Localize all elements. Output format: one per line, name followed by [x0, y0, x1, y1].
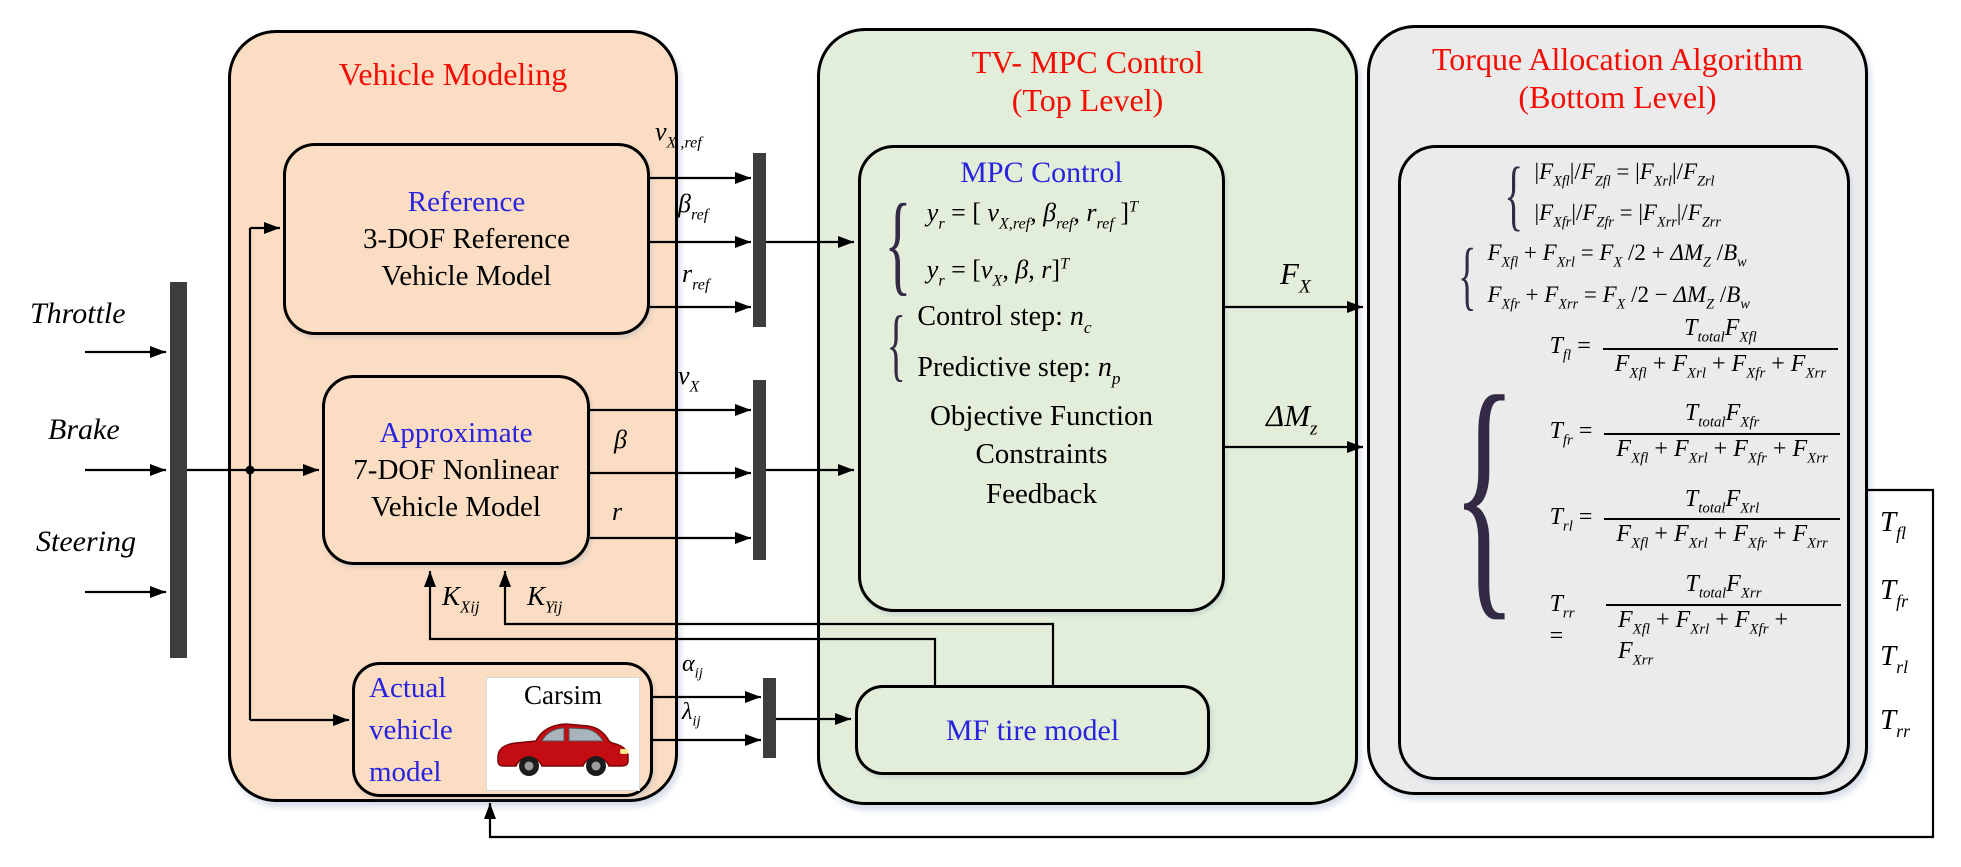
approximate-box-line2: Vehicle Model [371, 490, 541, 523]
brace-glyph: { [1504, 151, 1524, 238]
lambdaij-label: λij [682, 699, 701, 730]
brace-glyph: { [1458, 234, 1477, 319]
force-eq1: FXfl + FXrl = FX /2 + ΔMZ /Bw [1487, 240, 1747, 271]
steering-label: Steering [36, 525, 136, 558]
brace-glyph: { [886, 301, 906, 390]
mpc-predictive-step: Predictive step: np [917, 352, 1121, 388]
ratio-eq1: |FXfl|/FZfl = |FXrl|/FZrl [1534, 158, 1715, 190]
torque-eq-den: FXfl + FXrl + FXfr + FXrr [1604, 432, 1840, 468]
torque-eq-num: TtotalFXrl [1684, 485, 1760, 517]
approximate-box-title: Approximate [379, 416, 533, 449]
mpc-constraints: Constraints [975, 437, 1108, 470]
brake-label: Brake [48, 413, 120, 446]
vxref-label: vX ,ref [655, 117, 702, 152]
beta-label: β [614, 425, 627, 454]
mpc-output-equations-group: { yr = [ vX,ref, βref, rref ]T yr = [vX,… [871, 182, 1138, 306]
torque-eq-num: TtotalFXfl [1684, 314, 1757, 346]
actual-box-line3: model [369, 756, 442, 788]
tv-mpc-title-line1: TV- MPC Control [971, 44, 1204, 80]
mpc-eq1: yr = [ vX,ref, βref, rref ]T [926, 197, 1138, 233]
vehicle-modeling-title: Vehicle Modeling [338, 56, 568, 92]
approximate-model-box: Approximate 7-DOF Nonlinear Vehicle Mode… [322, 375, 590, 565]
torque-eq-den: FXfl + FXrl + FXfr + FXrr [1604, 518, 1840, 553]
state-mux-bar [753, 380, 766, 560]
mpc-control-box: MPC Control { yr = [ vX,ref, βref, rref … [858, 145, 1225, 612]
ratio-eq2: |FXfr|/FZfr = |FXrr|/FZrr [1534, 200, 1721, 231]
actual-box-line1: Actual [369, 672, 447, 704]
torque-eq-lhs: Tfr = [1549, 418, 1593, 449]
mf-tire-model-box: MF tire model [855, 685, 1210, 775]
reference-box-line1: 3-DOF Reference [363, 222, 570, 255]
rref-label: rref [682, 259, 710, 294]
carsim-panel: Carsim [486, 677, 640, 791]
reference-box-line2: Vehicle Model [381, 259, 552, 292]
kyij-label: KYij [527, 581, 563, 617]
reference-mux-bar [753, 153, 766, 327]
torque-eq-num: TtotalFXrr [1685, 571, 1762, 602]
torque-eq-den: FXfl + FXrl + FXfr + FXrr [1605, 603, 1841, 670]
input-mux-bar [170, 282, 187, 658]
mf-tire-model-label: MF tire model [945, 713, 1120, 747]
dmz-label: ΔMz [1266, 398, 1318, 440]
approximate-box-line1: 7-DOF Nonlinear [353, 453, 559, 486]
actual-vehicle-box: Actual vehicle model Carsim [352, 662, 653, 797]
tire-mux-bar [763, 678, 776, 758]
vx-label: vX [678, 361, 700, 396]
force-equations-group: { FXfl + FXrl = FX /2 + ΔMZ /Bw FXfr + F… [1449, 234, 1750, 319]
ratio-equations-group: { |FXfl|/FZfl = |FXrl|/FZrl |FXfr|/FZfr … [1495, 151, 1721, 238]
actual-box-labels: Actual vehicle model [369, 667, 453, 793]
torque-title-line1: Torque Allocation Algorithm [1431, 41, 1804, 77]
betaref-label: βref [678, 189, 709, 224]
torque-eq-num: TtotalFXfr [1684, 400, 1760, 431]
force-eq2: FXfr + FXrr = FX /2 − ΔMZ /Bw [1487, 281, 1750, 312]
mpc-steps-group: { Control step: nc Predictive step: np [877, 301, 1121, 389]
torque-eq-den: FXfl + FXrl + FXfr + FXrr [1602, 347, 1839, 383]
mpc-objective-function: Objective Function [929, 399, 1154, 432]
trl-output-label: Trl [1880, 640, 1909, 678]
mpc-box-title: MPC Control [960, 156, 1123, 189]
throttle-label: Throttle [30, 297, 126, 330]
torque-eq-lhs: Trr = [1549, 591, 1575, 649]
torque-eq-lhs: Tfl = [1549, 332, 1591, 364]
reference-model-box: Reference 3-DOF Reference Vehicle Model [283, 143, 650, 335]
brace-glyph: { [1451, 341, 1517, 643]
torque-eq-lhs: Trl = [1549, 503, 1593, 535]
carsim-label: Carsim [524, 680, 602, 710]
actual-box-line2: vehicle [369, 714, 453, 746]
mpc-feedback: Feedback [985, 477, 1098, 510]
torque-equations-box: { |FXfl|/FZfl = |FXrl|/FZrl |FXfr|/FZfr … [1398, 145, 1850, 780]
mpc-eq2: yr = [vX, β, r]T [926, 255, 1070, 290]
tfl-output-label: Tfl [1880, 506, 1907, 544]
r-label: r [612, 497, 623, 526]
alphaij-label: αij [682, 651, 703, 682]
tv-mpc-title-line2: (Top Level) [1011, 82, 1164, 118]
torque-title-line2: (Bottom Level) [1518, 79, 1717, 115]
mpc-control-step: Control step: nc [917, 301, 1092, 338]
brace-glyph: { [884, 182, 912, 306]
reference-box-title: Reference [407, 185, 526, 218]
car-image [497, 723, 629, 776]
tfr-output-label: Tfr [1880, 574, 1909, 612]
trr-output-label: Trr [1880, 704, 1911, 742]
fx-label: FX [1280, 256, 1311, 298]
kxij-label: KXij [442, 581, 480, 617]
